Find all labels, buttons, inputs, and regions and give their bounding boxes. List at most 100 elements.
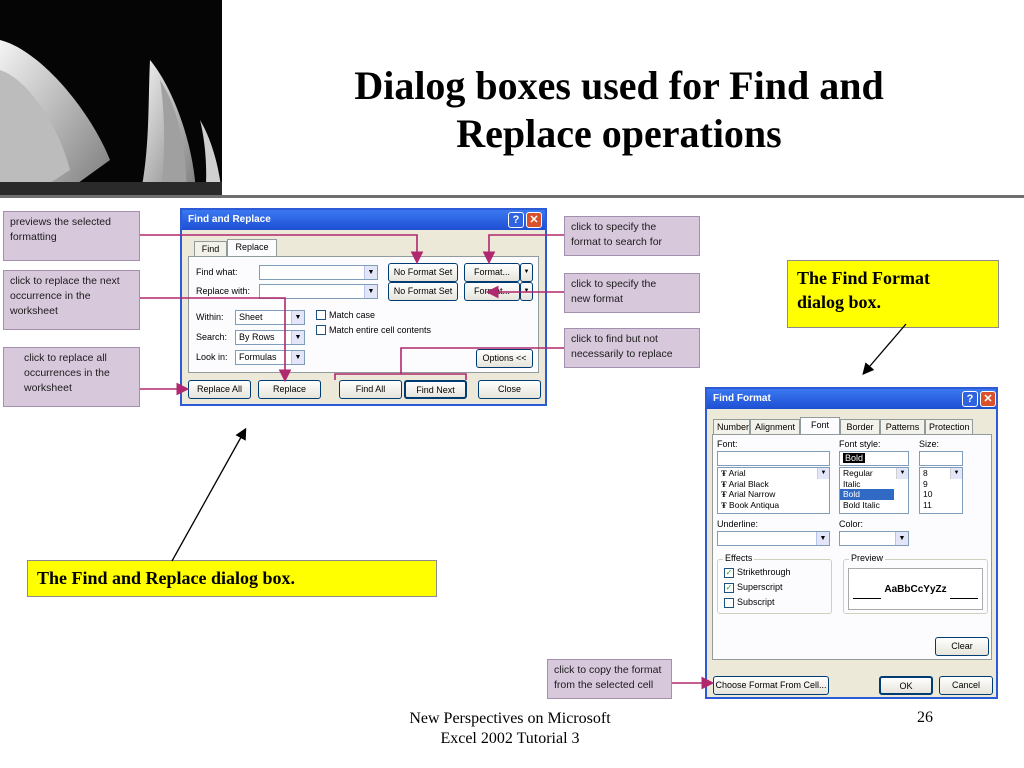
no-format-set-preview: No Format Set [388, 263, 458, 282]
lookin-select[interactable]: Formulas▼ [235, 350, 305, 365]
find-all-button[interactable]: Find All [339, 380, 402, 399]
help-button[interactable]: ? [508, 212, 524, 228]
match-case-checkbox[interactable] [316, 310, 326, 320]
tab-border[interactable]: Border [840, 419, 880, 435]
find-format-button[interactable]: Format... [464, 263, 520, 282]
match-entire-label: Match entire cell contents [329, 325, 432, 335]
within-select[interactable]: Sheet▼ [235, 310, 305, 325]
scrollbar[interactable]: ▲▼ [817, 468, 829, 479]
dialog-title: Find and Replace [188, 214, 271, 225]
list-item[interactable]: 10 [923, 489, 933, 499]
find-what-label: Find what: [196, 267, 238, 277]
tab-replace[interactable]: Replace [227, 239, 277, 257]
close-icon[interactable]: ✕ [526, 212, 542, 228]
search-value: By Rows [239, 332, 275, 342]
find-what-input[interactable]: ▼ [259, 265, 378, 280]
chevron-down-icon[interactable]: ▼ [291, 331, 304, 344]
list-item[interactable]: 11 [923, 499, 932, 510]
close-icon[interactable]: ✕ [980, 391, 996, 407]
match-entire-checkbox[interactable] [316, 325, 326, 335]
choose-format-from-cell-button[interactable]: Choose Format From Cell... [713, 676, 829, 695]
font-input[interactable] [717, 451, 830, 466]
cancel-button[interactable]: Cancel [939, 676, 993, 695]
preview-group: Preview AaBbCcYyZz [843, 553, 988, 614]
pointer-find-format [862, 323, 907, 375]
help-button[interactable]: ? [962, 391, 978, 407]
find-format-dialog: Find Format ? ✕ Number Alignment Font Bo… [705, 387, 998, 699]
replace-all-button[interactable]: Replace All [188, 380, 251, 399]
scroll-down-icon[interactable]: ▼ [951, 468, 962, 479]
effects-label: Effects [723, 553, 755, 563]
preview-text: AaBbCcYyZz [884, 584, 947, 595]
chevron-down-icon[interactable]: ▼ [364, 285, 377, 298]
chevron-down-icon[interactable]: ▼ [895, 532, 908, 545]
font-style-input[interactable]: Bold [839, 451, 909, 466]
list-item[interactable]: 8 [923, 468, 928, 478]
list-item[interactable]: Ŧ Arial Narrow [721, 489, 776, 499]
list-item[interactable]: 9 [923, 478, 928, 489]
options-button[interactable]: Options << [476, 349, 533, 368]
size-list[interactable]: 8 9 10 11 ▲▼ [919, 467, 963, 514]
find-format-dropdown[interactable]: ▼ [520, 263, 533, 282]
font-style-list[interactable]: Regular Italic Bold Bold Italic ▲▼ [839, 467, 909, 514]
tab-number[interactable]: Number [713, 419, 750, 435]
replace-with-input[interactable]: ▼ [259, 284, 378, 299]
font-list[interactable]: Ŧ Arial Ŧ Arial Black Ŧ Arial Narrow Ŧ B… [717, 467, 830, 514]
tab-protection[interactable]: Protection [925, 419, 973, 435]
callout-text: previews the selected [10, 216, 111, 228]
size-label: Size: [919, 439, 940, 449]
scrollbar[interactable]: ▲▼ [950, 468, 962, 479]
callout-text: new format [571, 293, 623, 305]
tab-font[interactable]: Font [800, 417, 840, 435]
ok-button[interactable]: OK [879, 676, 933, 695]
slide-title: Dialog boxes used for Find and Replace o… [250, 62, 988, 158]
preview-box: AaBbCcYyZz [848, 568, 983, 610]
callout-text: format to search for [571, 236, 663, 248]
list-item[interactable]: Bold Italic [843, 499, 880, 510]
scrollbar[interactable]: ▲▼ [896, 468, 908, 479]
effects-group: Effects ✓ Strikethrough ✓ Superscript Su… [717, 553, 832, 614]
list-item[interactable]: Ŧ Arial [721, 468, 746, 478]
underline-select[interactable]: ▼ [717, 531, 830, 546]
subscript-checkbox[interactable] [724, 598, 734, 608]
replace-button[interactable]: Replace [258, 380, 321, 399]
caption-find-replace: The Find and Replace dialog box. [27, 560, 437, 597]
superscript-checkbox[interactable]: ✓ [724, 583, 734, 593]
font-tab-page: Font: Font style: Size: Bold Ŧ Arial Ŧ A… [712, 434, 992, 660]
tab-alignment[interactable]: Alignment [750, 419, 800, 435]
callout-text: click to replace the next [10, 275, 120, 287]
find-format-titlebar[interactable]: Find Format [707, 389, 996, 409]
no-format-set-preview: No Format Set [388, 282, 458, 301]
font-label: Font: [717, 439, 738, 449]
replace-format-button[interactable]: Format... [464, 282, 520, 301]
clear-button[interactable]: Clear [935, 637, 989, 656]
tab-find[interactable]: Find [194, 241, 227, 257]
find-next-button[interactable]: Find Next [404, 380, 467, 399]
size-input[interactable] [919, 451, 963, 466]
preview-label: Preview [849, 553, 886, 563]
tab-patterns[interactable]: Patterns [880, 419, 925, 435]
replace-format-dropdown[interactable]: ▼ [520, 282, 533, 301]
chevron-down-icon[interactable]: ▼ [816, 532, 829, 545]
search-label: Search: [196, 332, 228, 342]
caption-find-format: The Find Format dialog box. [787, 260, 999, 328]
color-select[interactable]: ▼ [839, 531, 909, 546]
list-item[interactable]: Ŧ Book Antiqua [721, 499, 780, 510]
callout-text: occurrences in the [24, 367, 110, 379]
list-item[interactable]: Italic [843, 478, 861, 489]
list-item-selected[interactable]: Bold [840, 489, 894, 500]
scroll-down-icon[interactable]: ▼ [897, 468, 908, 479]
chevron-down-icon[interactable]: ▼ [291, 311, 304, 324]
chevron-down-icon[interactable]: ▼ [364, 266, 377, 279]
callout-text: from the selected cell [554, 679, 654, 691]
find-replace-titlebar[interactable]: Find and Replace [182, 210, 545, 230]
list-item[interactable]: Ŧ Arial Black [721, 478, 769, 489]
within-label: Within: [196, 312, 224, 322]
list-item[interactable]: Regular [843, 468, 873, 478]
close-button[interactable]: Close [478, 380, 541, 399]
search-select[interactable]: By Rows ▼ [235, 330, 305, 345]
scroll-down-icon[interactable]: ▼ [818, 468, 829, 479]
chevron-down-icon[interactable]: ▼ [291, 351, 304, 364]
underline-label: Underline: [717, 519, 759, 529]
strikethrough-checkbox[interactable]: ✓ [724, 568, 734, 578]
